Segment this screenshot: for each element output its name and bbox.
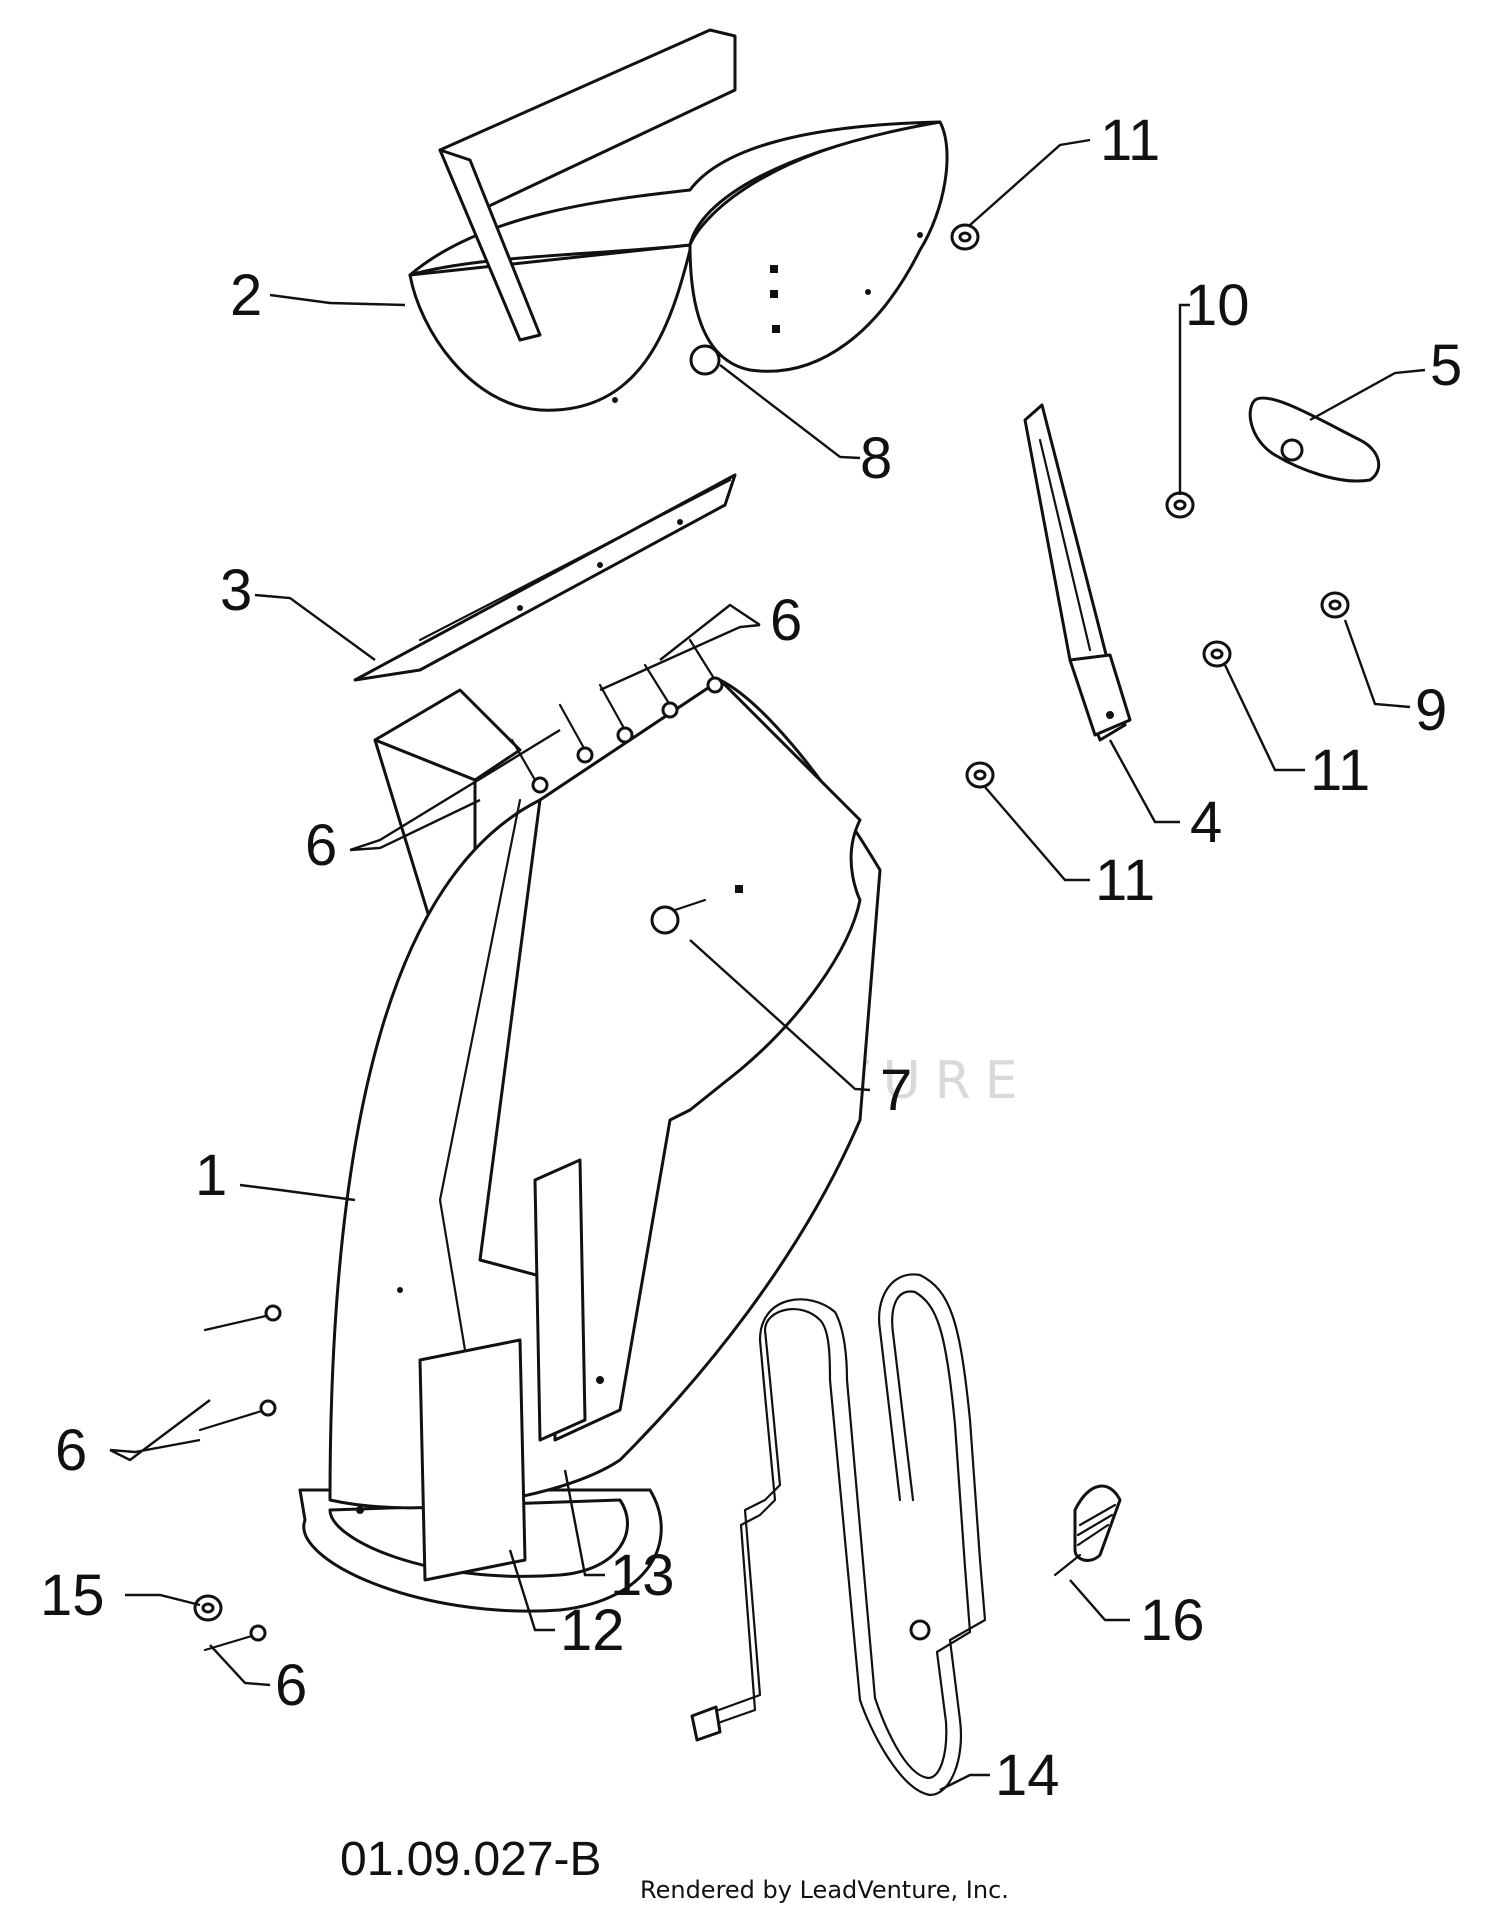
part-6-rivets[interactable] [198, 638, 724, 1652]
washer-11-low[interactable] [965, 761, 995, 789]
callout-labels: 1 2 3 4 5 6 6 6 6 7 8 9 10 11 11 11 12 1… [40, 108, 1462, 1808]
callout-1: 1 [195, 1143, 227, 1208]
callout-6-bottom: 6 [275, 1653, 307, 1718]
callout-12: 12 [560, 1598, 625, 1663]
part-16-spring[interactable] [1053, 1484, 1122, 1577]
nut-9[interactable] [1320, 591, 1350, 619]
washer-10[interactable] [1165, 491, 1195, 519]
callout-2: 2 [230, 263, 262, 328]
callout-10: 10 [1185, 273, 1250, 338]
callout-15: 15 [40, 1563, 105, 1628]
callout-6-left: 6 [55, 1418, 87, 1483]
callout-11-top: 11 [1100, 108, 1160, 173]
part-3-blade[interactable] [353, 473, 737, 682]
callout-14: 14 [995, 1743, 1060, 1808]
callout-11-mid: 11 [1310, 738, 1370, 803]
part-14-handle[interactable] [690, 1273, 987, 1797]
callout-4: 4 [1190, 790, 1222, 855]
callout-3: 3 [220, 558, 252, 623]
callout-9: 9 [1415, 678, 1447, 743]
rendered-by-credit: Rendered by LeadVenture, Inc. [640, 1876, 1009, 1904]
part-5-knob[interactable] [1248, 396, 1381, 483]
part-4-strap[interactable] [1023, 403, 1132, 742]
part-1-chute[interactable] [298, 678, 882, 1613]
leader-lines [109, 138, 1426, 1792]
callout-16: 16 [1140, 1588, 1205, 1653]
callout-7: 7 [880, 1058, 912, 1123]
callout-13: 13 [610, 1543, 675, 1608]
callout-6-top-right: 6 [770, 588, 802, 653]
washer-11-top[interactable] [950, 223, 980, 251]
callout-11-low: 11 [1095, 848, 1155, 913]
washer-15[interactable] [193, 1594, 223, 1622]
callout-6-top-left: 6 [305, 813, 337, 878]
callout-8: 8 [860, 426, 892, 491]
part-2-deflector[interactable] [408, 28, 949, 412]
washer-11-mid[interactable] [1202, 640, 1232, 668]
callout-5: 5 [1430, 333, 1462, 398]
diagram-code: 01.09.027-B [340, 1833, 602, 1886]
